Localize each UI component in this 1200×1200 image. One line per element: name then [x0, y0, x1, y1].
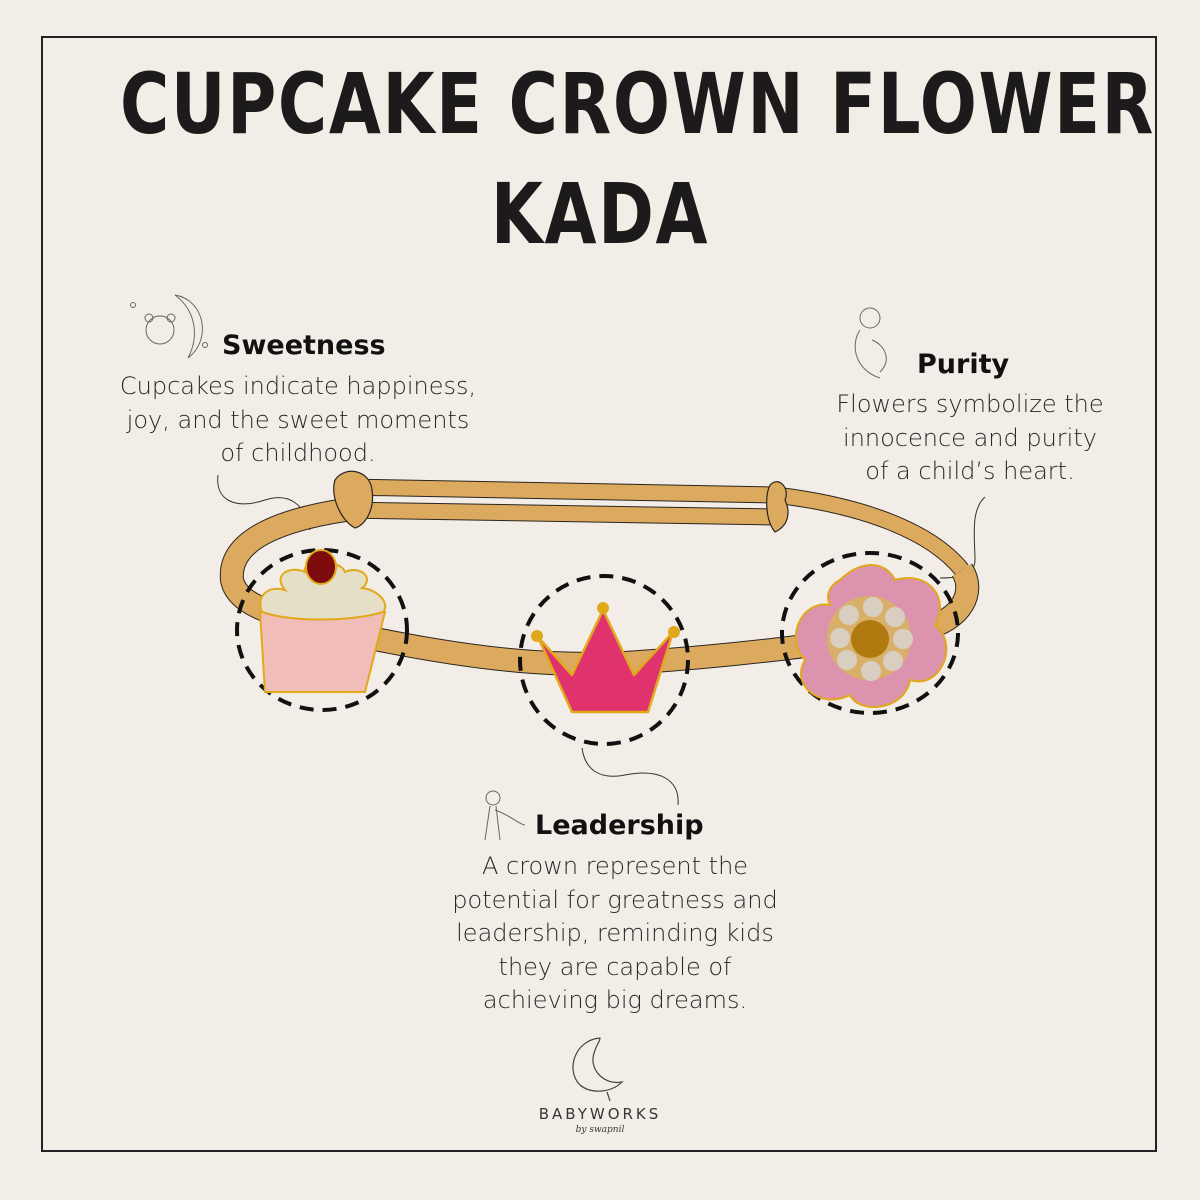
- brand-logo-sub: by swapnil: [575, 1125, 625, 1135]
- left-knot: [333, 470, 374, 529]
- purity-heading: Purity: [917, 349, 1010, 380]
- leadership-connector: [581, 747, 679, 806]
- title-line-2: KADA: [490, 165, 710, 263]
- text-line: joy, and the sweet moments: [126, 405, 470, 434]
- brand-logo-name: BABYWORKS: [538, 1105, 662, 1123]
- crown-highlight-circle: [518, 574, 690, 746]
- title-line-1: CUPCAKE CROWN FLOWER: [120, 55, 1156, 153]
- mother-baby-icon: [854, 307, 887, 379]
- cupcake-charm: [258, 549, 387, 693]
- leadership-heading: Leadership: [535, 810, 704, 841]
- text-line: innocence and purity: [843, 423, 1097, 452]
- text-line: they are capable of: [498, 952, 732, 981]
- right-knot: [766, 481, 789, 533]
- text-line: of a child’s heart.: [865, 457, 1075, 485]
- text-line: leadership, reminding kids: [456, 919, 774, 947]
- purity-description: Flowers symbolize the innocence and puri…: [790, 388, 1150, 489]
- leadership-description: A crown represent the potential for grea…: [385, 850, 845, 1018]
- text-line: of childhood.: [220, 439, 376, 467]
- text-line: Flowers symbolize the: [836, 390, 1104, 418]
- cupcake-highlight-circle: [235, 548, 409, 712]
- frame-border: [41, 36, 1157, 1152]
- text-line: A crown represent the: [481, 852, 749, 880]
- text-line: potential for greatness and: [452, 885, 778, 914]
- child-cape-icon: [484, 790, 526, 841]
- flower-highlight-circle: [780, 551, 960, 715]
- text-line: Cupcakes indicate happiness,: [119, 372, 477, 400]
- bracelet-band: [219, 470, 980, 676]
- flower-charm: [795, 564, 948, 708]
- text-line: achieving big dreams.: [482, 986, 748, 1014]
- sweetness-description: Cupcakes indicate happiness, joy, and th…: [58, 370, 538, 471]
- teddy-moon-icon: [130, 294, 208, 359]
- sweetness-heading: Sweetness: [222, 330, 386, 361]
- babyworks-logo-moon: [572, 1037, 624, 1102]
- crown-charm: [531, 602, 680, 714]
